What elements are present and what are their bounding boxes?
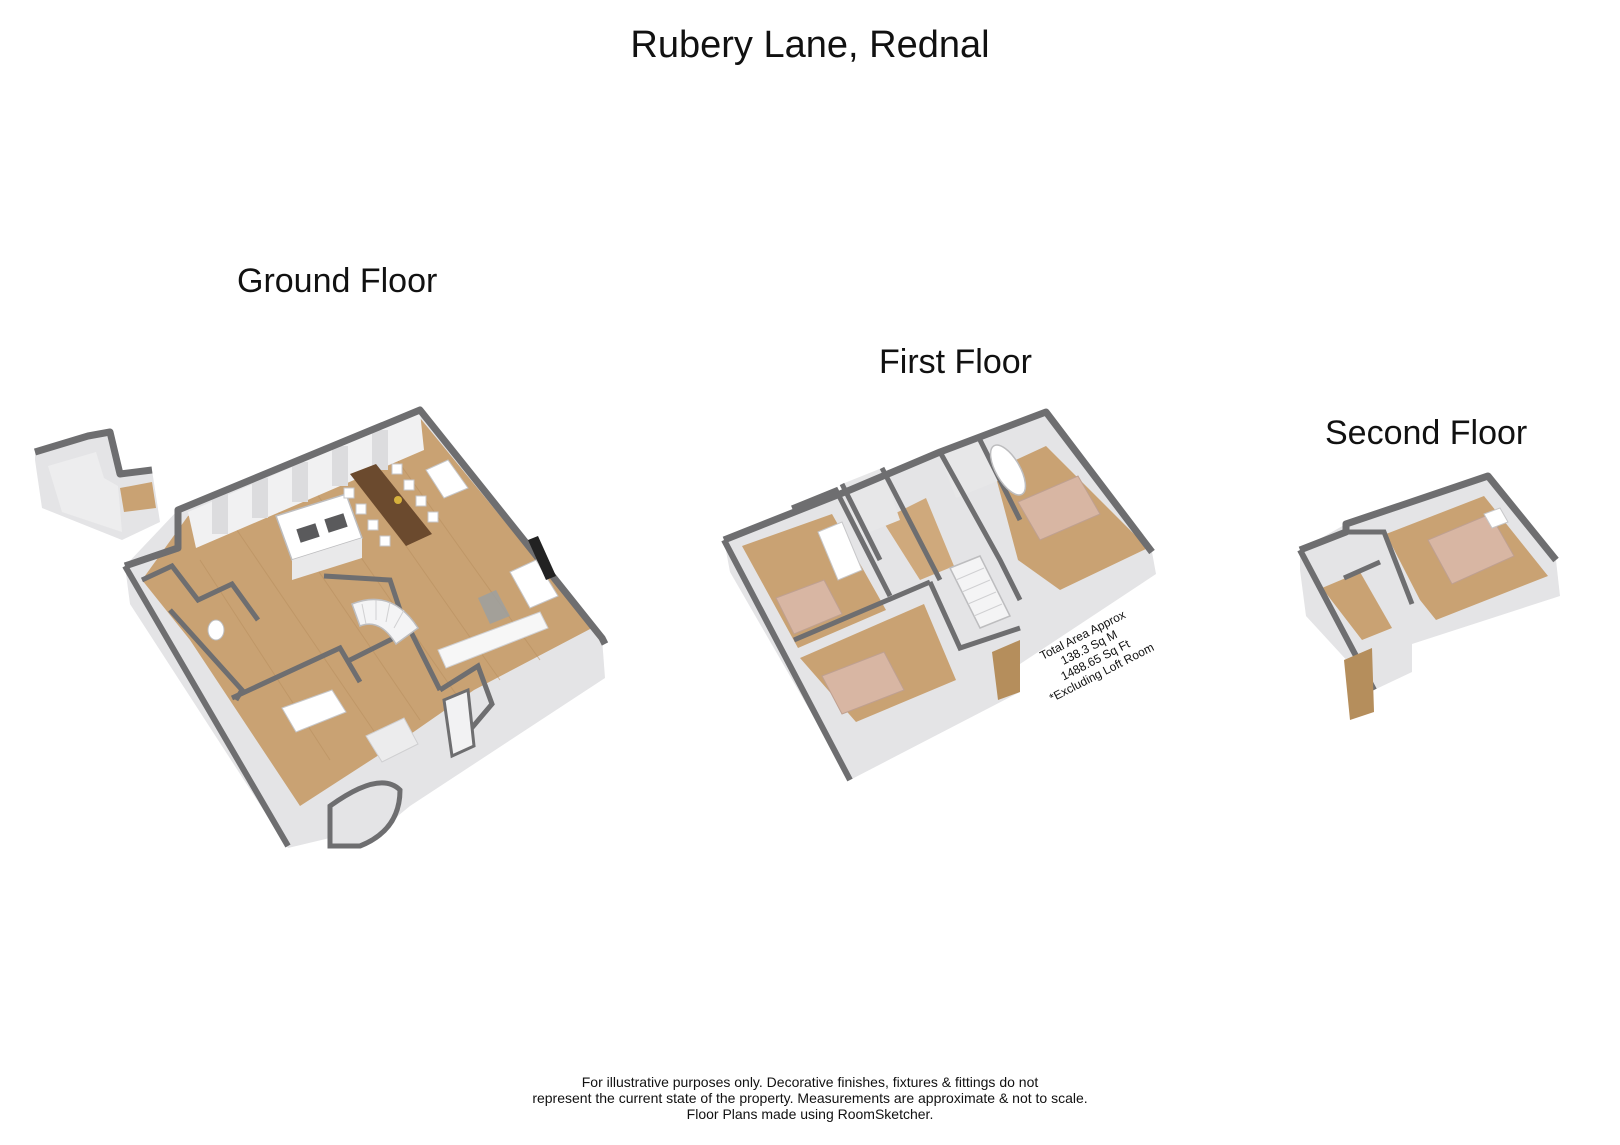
disclaimer-line: represent the current state of the prope… [532, 1090, 1088, 1106]
disclaimer: For illustrative purposes only. Decorati… [0, 1074, 1620, 1122]
ground-floor-plan [33, 406, 609, 849]
dining-table [343, 463, 439, 547]
disclaimer-line: For illustrative purposes only. Decorati… [581, 1074, 1039, 1090]
ground-main-building [122, 406, 609, 849]
second-floor-plan [1297, 472, 1560, 720]
plan-title: Rubery Lane, Rednal [630, 24, 990, 66]
disclaimer-line: Floor Plans made using RoomSketcher. [686, 1106, 934, 1122]
ground-store-room [33, 428, 160, 540]
kitchen-island [275, 493, 363, 580]
first-floor-plan [721, 408, 1156, 782]
first-floor-label: First Floor [879, 343, 1032, 381]
first-floor-beds [775, 475, 1101, 715]
first-interior-walls [791, 438, 1023, 652]
ground-staircase [351, 598, 420, 646]
second-interior-walls [1342, 529, 1415, 605]
ground-back-windows [212, 430, 388, 534]
tv-unit [509, 536, 559, 609]
ground-floor-label: Ground Floor [237, 262, 438, 300]
second-floor-label: Second Floor [1325, 414, 1528, 452]
second-floor-bed [1427, 513, 1515, 585]
first-staircase [948, 555, 1012, 629]
